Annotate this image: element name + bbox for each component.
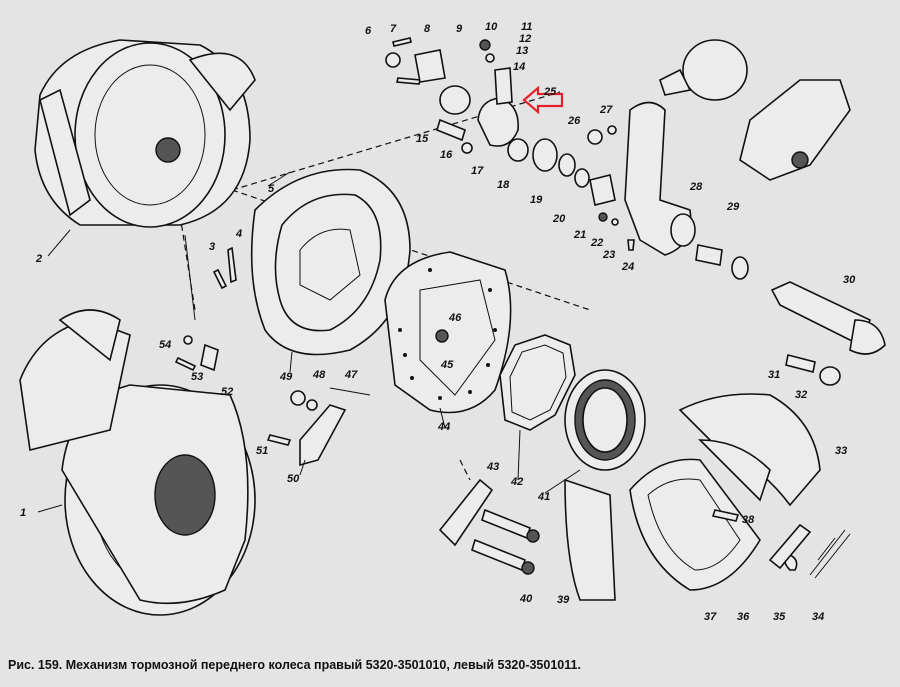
figure-caption: Рис. 159. Механизм тормозной переднего к…	[8, 658, 581, 672]
part-label-4: 4	[235, 228, 242, 240]
part-label-8: 8	[424, 23, 431, 35]
small-parts-6-17	[385, 37, 495, 154]
shoe-33	[678, 393, 821, 507]
lining-39	[564, 478, 616, 601]
shoe-37	[629, 458, 761, 591]
seal-41	[564, 369, 646, 471]
part-label-10: 10	[485, 21, 498, 33]
anchor-plate-44	[384, 251, 512, 414]
part-label-45: 45	[440, 359, 454, 371]
part-label-5: 5	[268, 183, 275, 195]
bushings-19-24	[532, 138, 749, 280]
part-label-12: 12	[519, 33, 531, 45]
brake-chamber	[659, 39, 748, 101]
part-label-18: 18	[497, 179, 510, 191]
gasket-42	[499, 334, 576, 431]
part-label-33: 33	[835, 445, 847, 457]
pins-40	[471, 508, 540, 575]
bracket-43	[438, 478, 494, 547]
part-label-38: 38	[742, 514, 755, 526]
hardware-45-54	[174, 329, 449, 467]
part-label-43: 43	[486, 461, 499, 473]
part-label-11: 11	[521, 21, 532, 33]
camshaft-30	[770, 281, 886, 355]
springs-34-35-36	[711, 509, 851, 579]
part-label-51: 51	[256, 445, 268, 457]
part-label-17: 17	[471, 165, 484, 177]
part-label-28: 28	[689, 181, 703, 193]
leader-lines	[37, 171, 581, 513]
part-label-35: 35	[773, 611, 786, 623]
bolt-3-4	[212, 246, 237, 290]
part-label-50: 50	[287, 473, 300, 485]
bracket-29	[739, 79, 851, 181]
brake-assembly-top	[34, 39, 256, 228]
part-label-32: 32	[795, 389, 807, 401]
part-label-41: 41	[537, 491, 550, 503]
part-label-23: 23	[602, 249, 615, 261]
part-label-36: 36	[737, 611, 750, 623]
part-label-19: 19	[530, 194, 543, 206]
nuts-26-27	[587, 125, 617, 145]
part-label-39: 39	[557, 594, 570, 606]
part-label-2: 2	[35, 253, 42, 265]
part-label-21: 21	[573, 229, 586, 241]
highlight-arrow	[522, 85, 564, 115]
part-label-47: 47	[344, 369, 358, 381]
bracket-28	[624, 101, 696, 256]
part-label-3: 3	[209, 241, 215, 253]
shield-49	[250, 168, 411, 356]
part-label-53: 53	[191, 371, 203, 383]
part-label-46: 46	[448, 312, 462, 324]
part-label-48: 48	[312, 369, 326, 381]
part-label-1: 1	[20, 507, 26, 519]
part-label-6: 6	[365, 25, 372, 37]
part-label-40: 40	[519, 593, 533, 605]
bushing-31-32	[785, 354, 841, 386]
worm-gear-15	[436, 85, 471, 142]
part-label-25: 25	[543, 86, 557, 98]
part-label-13: 13	[516, 45, 528, 57]
part-label-14: 14	[513, 61, 525, 73]
part-label-15: 15	[416, 133, 429, 145]
part-label-52: 52	[221, 386, 233, 398]
brake-assembly-bottom	[19, 309, 256, 616]
part-label-37: 37	[704, 611, 717, 623]
part-label-9: 9	[456, 23, 463, 35]
part-label-49: 49	[279, 371, 293, 383]
part-label-42: 42	[510, 476, 523, 488]
part-label-24: 24	[621, 261, 634, 273]
part-label-27: 27	[599, 104, 613, 116]
part-label-31: 31	[768, 369, 780, 381]
part-label-30: 30	[843, 274, 856, 286]
part-label-22: 22	[590, 237, 603, 249]
part-label-29: 29	[726, 201, 740, 213]
part-label-34: 34	[812, 611, 824, 623]
part-label-20: 20	[552, 213, 566, 225]
part-label-16: 16	[440, 149, 453, 161]
part-label-44: 44	[437, 421, 450, 433]
part-label-26: 26	[567, 115, 581, 127]
slack-adjuster-18	[477, 67, 529, 162]
part-label-54: 54	[159, 339, 171, 351]
part-label-7: 7	[390, 23, 397, 35]
